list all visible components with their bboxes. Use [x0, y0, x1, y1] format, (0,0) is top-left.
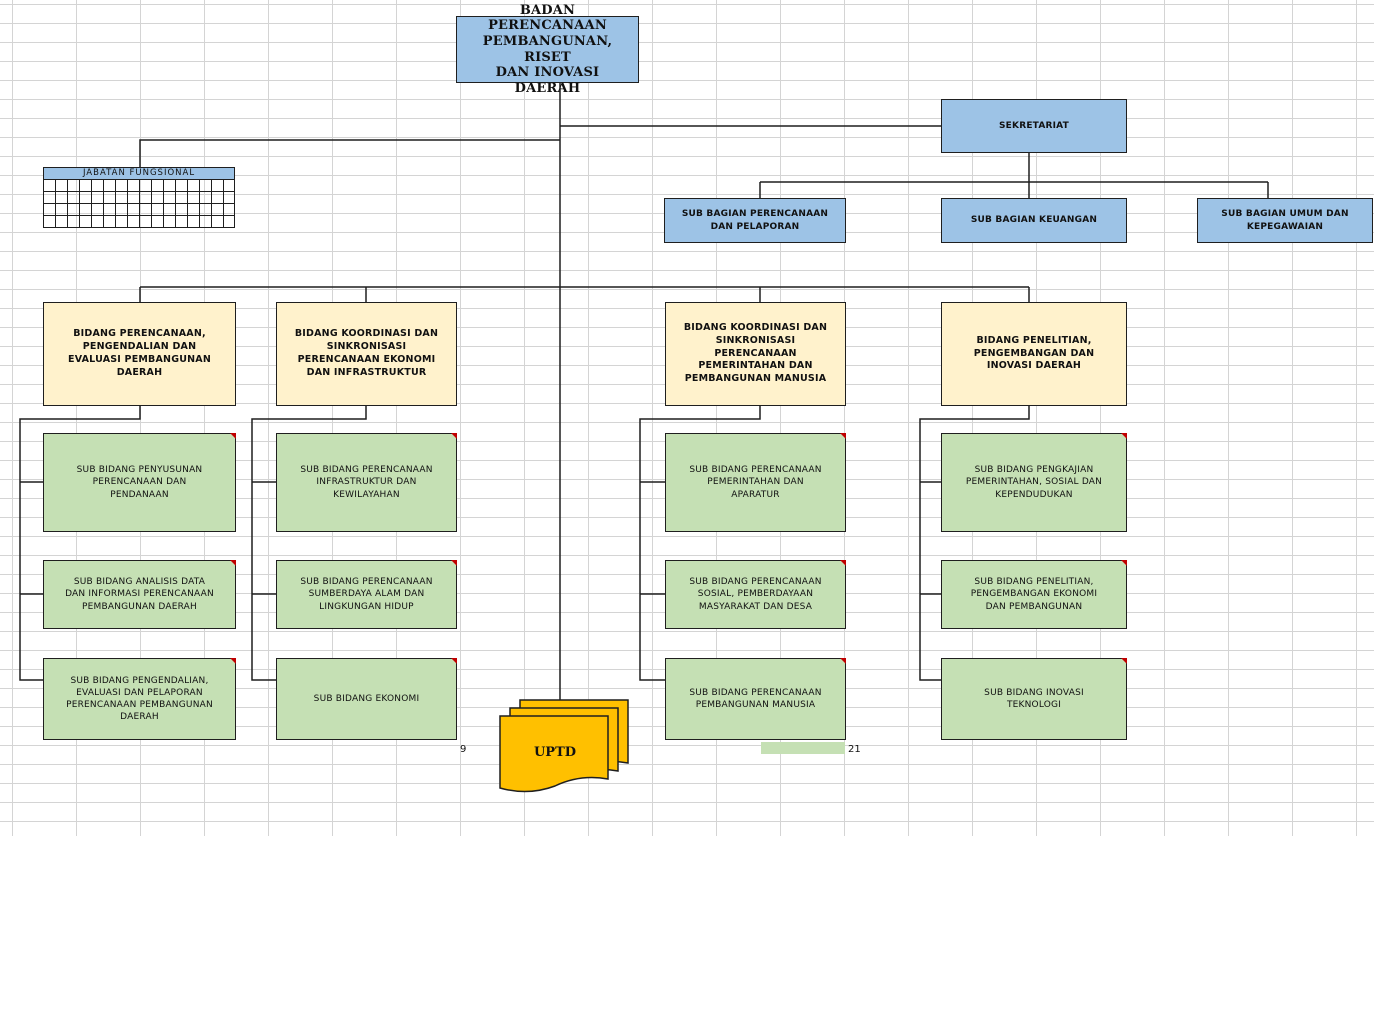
- sub-bagian-label: SUB BAGIAN KEUANGAN: [970, 215, 1098, 226]
- sub-bidang-label: SUB BIDANG PENYUSUNAN: [76, 465, 203, 476]
- uptd-shape: [499, 699, 629, 793]
- sub-bagian-umum-box[interactable]: SUB BAGIAN UMUM DAN KEPEGAWAIAN: [1197, 198, 1373, 243]
- sub-bidang-label: TEKNOLOGI: [1006, 700, 1062, 710]
- sub-bidang-label: SUB BIDANG PENGKAJIAN: [974, 465, 1094, 476]
- bidang-label: BIDANG PENELITIAN,: [976, 334, 1092, 346]
- bidang-label: PEMBANGUNAN MANUSIA: [684, 373, 827, 385]
- sub-bidang-label: SUMBERDAYA ALAM DAN: [308, 589, 425, 600]
- sub-bidang-3-1[interactable]: SUB BIDANG PERENCANAAN PEMERINTAHAN DAN …: [665, 433, 846, 532]
- sub-bidang-label: KEPENDUDUKAN: [995, 489, 1073, 500]
- sub-bidang-label: SUB BIDANG EKONOMI: [313, 693, 420, 704]
- sub-bidang-label: SUB BIDANG PENGENDALIAN,: [70, 675, 209, 686]
- sub-bagian-label: SUB BAGIAN PERENCANAAN: [681, 209, 829, 220]
- bidang-label: PENGENDALIAN DAN: [82, 341, 197, 353]
- sub-bidang-label: SUB BIDANG PERENCANAAN: [689, 687, 822, 698]
- sub-bidang-label: SUB BIDANG INOVASI: [984, 687, 1084, 698]
- sub-bagian-label: KEPEGAWAIAN: [1246, 221, 1324, 232]
- bidang-label: PERENCANAAN: [714, 347, 797, 359]
- cell-number-9: 9: [460, 744, 467, 755]
- head-line-3: DAN INOVASI DAERAH: [495, 65, 600, 96]
- sub-bidang-label: SUB BIDANG PERENCANAAN: [689, 465, 822, 476]
- sub-bidang-label: SUB BIDANG PERENCANAAN: [689, 577, 822, 588]
- bidang-box-3[interactable]: BIDANG KOORDINASI DAN SINKRONISASI PEREN…: [665, 302, 846, 406]
- head-line-2: PEMBANGUNAN, RISET: [482, 33, 613, 65]
- sub-bidang-label: PEMERINTAHAN DAN: [707, 477, 804, 488]
- sub-bidang-2-2[interactable]: SUB BIDANG PERENCANAAN SUMBERDAYA ALAM D…: [276, 560, 457, 629]
- sub-bidang-label: DAN PEMBANGUNAN: [985, 601, 1083, 612]
- sub-bidang-label: APARATUR: [731, 489, 780, 500]
- sub-bidang-label: DAN INFORMASI PERENCANAAN: [65, 589, 214, 600]
- sub-bidang-3-2[interactable]: SUB BIDANG PERENCANAAN SOSIAL, PEMBERDAY…: [665, 560, 846, 629]
- sekretariat-box[interactable]: SEKRETARIAT: [941, 99, 1127, 153]
- sub-bidang-2-3[interactable]: SUB BIDANG EKONOMI: [276, 658, 457, 740]
- sub-bidang-1-1[interactable]: SUB BIDANG PENYUSUNAN PERENCANAAN DAN PE…: [43, 433, 236, 532]
- sub-bidang-2-1[interactable]: SUB BIDANG PERENCANAAN INFRASTRUKTUR DAN…: [276, 433, 457, 532]
- head-box[interactable]: BADAN PERENCANAAN PEMBANGUNAN, RISET DAN…: [456, 3, 639, 96]
- sub-bidang-4-1[interactable]: SUB BIDANG PENGKAJIAN PEMERINTAHAN, SOSI…: [941, 433, 1127, 532]
- bidang-label: BIDANG KOORDINASI DAN: [294, 328, 439, 340]
- sub-bidang-label: PERENCANAAN DAN: [92, 477, 187, 488]
- sub-bidang-label: SUB BIDANG ANALISIS DATA: [73, 577, 206, 588]
- bidang-label: DAERAH: [116, 366, 163, 378]
- sub-bagian-label: DAN PELAPORAN: [710, 221, 800, 232]
- sub-bidang-label: SUB BIDANG PENELITIAN,: [974, 577, 1094, 588]
- sub-bidang-label: LINGKUNGAN HIDUP: [319, 601, 414, 612]
- sub-bagian-perencanaan-box[interactable]: SUB BAGIAN PERENCANAAN DAN PELAPORAN: [664, 198, 846, 243]
- bidang-label: EVALUASI PEMBANGUNAN: [68, 354, 211, 365]
- sub-bidang-label: SUB BIDANG PERENCANAAN: [300, 465, 433, 476]
- sub-bidang-label: PEMERINTAHAN, SOSIAL DAN: [965, 477, 1103, 488]
- sub-bidang-4-3[interactable]: SUB BIDANG INOVASI TEKNOLOGI: [941, 658, 1127, 740]
- sub-bagian-label: SUB BAGIAN UMUM DAN: [1221, 209, 1349, 220]
- bidang-box-2[interactable]: BIDANG KOORDINASI DAN SINKRONISASI PEREN…: [276, 302, 457, 406]
- green-cell-strip: [761, 742, 845, 754]
- bidang-label: PERENCANAAN EKONOMI: [297, 354, 436, 365]
- jabatan-fungsional-title[interactable]: JABATAN FUNGSIONAL: [43, 167, 235, 180]
- connector-lines: [19, 83, 1269, 793]
- bidang-label: DAN INFRASTRUKTUR: [306, 366, 427, 378]
- sub-bidang-4-2[interactable]: SUB BIDANG PENELITIAN, PENGEMBANGAN EKON…: [941, 560, 1127, 629]
- sekretariat-label: SEKRETARIAT: [999, 120, 1069, 131]
- bidang-label: INOVASI DAERAH: [986, 360, 1082, 372]
- bidang-label: BIDANG PERENCANAAN,: [73, 328, 206, 340]
- bidang-label: BIDANG KOORDINASI DAN: [683, 321, 828, 333]
- sub-bidang-1-3[interactable]: SUB BIDANG PENGENDALIAN, EVALUASI DAN PE…: [43, 658, 236, 740]
- bidang-label: SINKRONISASI: [715, 334, 796, 346]
- sub-bidang-label: SUB BIDANG PERENCANAAN: [300, 577, 433, 588]
- sub-bidang-label: SOSIAL, PEMBERDAYAAN: [697, 589, 814, 600]
- bidang-box-1[interactable]: BIDANG PERENCANAAN, PENGENDALIAN DAN EVA…: [43, 302, 236, 406]
- sub-bidang-label: PENDANAAN: [110, 489, 169, 500]
- sub-bidang-1-2[interactable]: SUB BIDANG ANALISIS DATA DAN INFORMASI P…: [43, 560, 236, 629]
- sub-bidang-label: INFRASTRUKTUR DAN: [316, 477, 417, 488]
- sub-bidang-label: EVALUASI DAN PELAPORAN: [76, 687, 203, 698]
- jabatan-fungsional-grid: [43, 180, 235, 228]
- bidang-label: SINKRONISASI: [326, 341, 407, 353]
- bidang-label: PEMERINTAHAN DAN: [698, 360, 813, 372]
- sub-bidang-label: DAERAH: [120, 712, 159, 723]
- sub-bidang-label: PEMBANGUNAN DAERAH: [81, 601, 197, 612]
- head-line-1: BADAN PERENCANAAN: [488, 2, 607, 34]
- sub-bidang-label: PEMBANGUNAN MANUSIA: [695, 700, 816, 710]
- sub-bidang-label: PENGEMBANGAN EKONOMI: [970, 589, 1098, 600]
- sub-bidang-label: KEWILAYAHAN: [333, 489, 400, 500]
- sub-bagian-keuangan-box[interactable]: SUB BAGIAN KEUANGAN: [941, 198, 1127, 243]
- uptd-label[interactable]: UPTD: [533, 745, 577, 760]
- bidang-box-4[interactable]: BIDANG PENELITIAN, PENGEMBANGAN DAN INOV…: [941, 302, 1127, 406]
- cell-number-21: 21: [848, 744, 861, 755]
- sub-bidang-label: PERENCANAAN PEMBANGUNAN: [66, 700, 213, 710]
- bidang-label: PENGEMBANGAN DAN: [973, 347, 1095, 359]
- sub-bidang-label: MASYARAKAT DAN DESA: [698, 601, 813, 612]
- sub-bidang-3-3[interactable]: SUB BIDANG PERENCANAAN PEMBANGUNAN MANUS…: [665, 658, 846, 740]
